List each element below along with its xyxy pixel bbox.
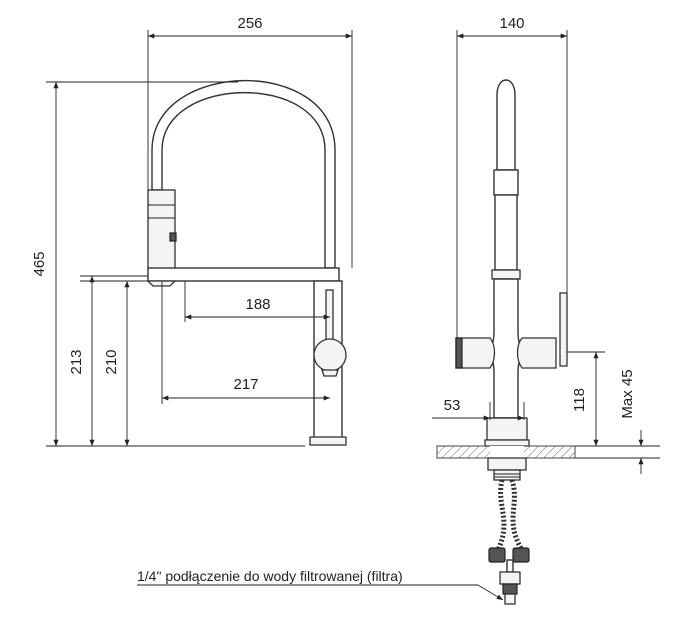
side-collar xyxy=(491,269,521,280)
note-filter-connection: 1/4" podłączenie do wody filtrowanej (fi… xyxy=(137,568,403,584)
side-spray-head xyxy=(493,169,519,196)
side-right-handle xyxy=(516,337,557,369)
note-leader-line xyxy=(477,584,504,601)
dim-label-256: 256 xyxy=(237,15,262,32)
hose-right xyxy=(509,479,525,552)
front-spout-arc xyxy=(151,79,336,269)
dim-label-max45: Max 45 xyxy=(619,369,636,418)
dim-label-217: 217 xyxy=(233,376,258,393)
dim-label-213: 213 xyxy=(68,349,85,374)
side-base xyxy=(486,417,528,441)
front-spray-head xyxy=(147,189,176,271)
front-horizontal-arm xyxy=(147,267,340,282)
side-handle-lever xyxy=(559,292,568,367)
side-view: 140 53 118 Max 45 xyxy=(432,15,660,605)
filter-connector xyxy=(506,559,514,573)
dim-label-465: 465 xyxy=(31,251,48,276)
dim-label-118: 118 xyxy=(571,388,588,412)
mounting-nut xyxy=(487,457,527,471)
hose-left xyxy=(495,479,507,552)
front-handle-knob xyxy=(313,338,347,372)
side-spout-tube xyxy=(496,79,516,171)
spray-button-icon xyxy=(169,232,177,242)
dim-label-210: 210 xyxy=(103,349,120,374)
filter-connection-note: 1/4" podłączenie do wody filtrowanej (fi… xyxy=(137,568,504,601)
front-base xyxy=(309,436,347,446)
side-left-handle xyxy=(455,337,496,369)
front-view: 256 465 213 210 188 217 xyxy=(31,15,353,447)
dim-label-140: 140 xyxy=(499,15,524,32)
dim-label-188: 188 xyxy=(245,296,270,313)
dim-label-53: 53 xyxy=(444,397,461,414)
